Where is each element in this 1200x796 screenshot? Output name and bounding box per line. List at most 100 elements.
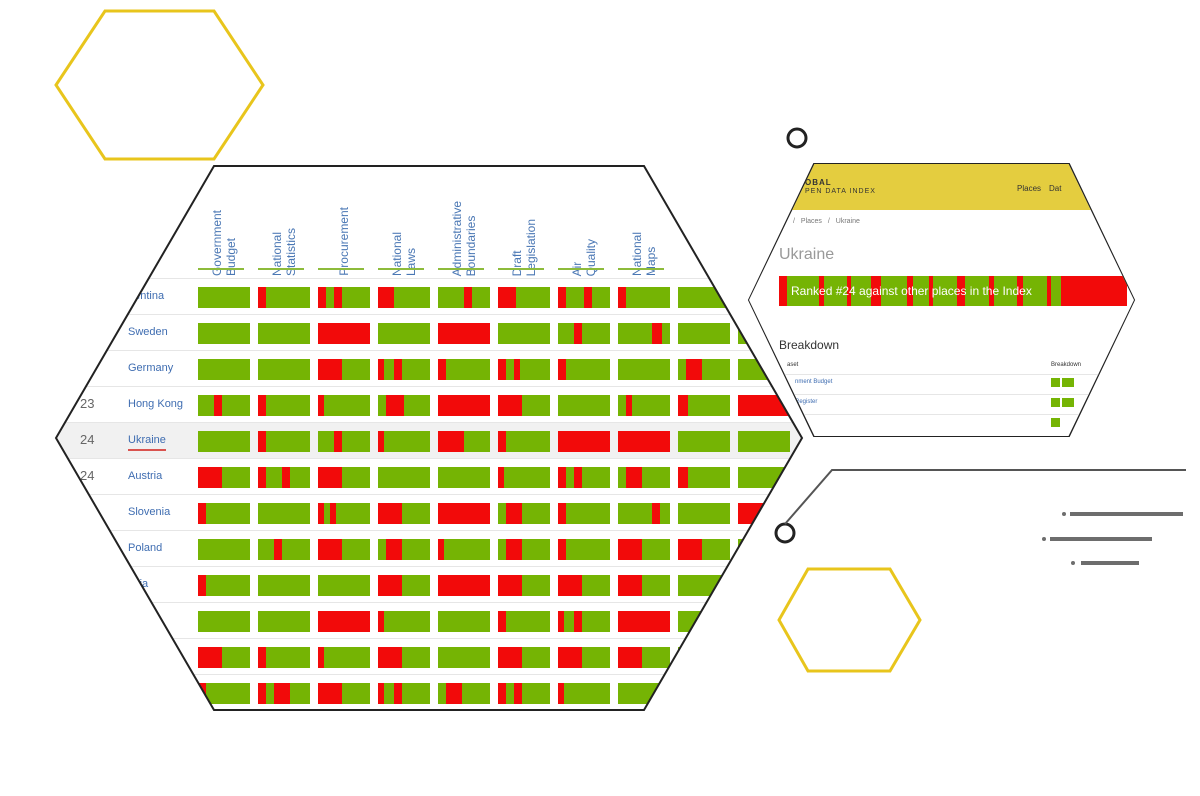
score-cell[interactable]	[678, 467, 730, 488]
score-cell[interactable]	[318, 395, 370, 416]
score-cell[interactable]	[258, 287, 310, 308]
score-cell[interactable]	[378, 395, 430, 416]
score-cell[interactable]	[438, 395, 490, 416]
lock-icon[interactable]	[1051, 418, 1060, 427]
country-link[interactable]: Slovenia	[128, 506, 171, 518]
score-cell[interactable]	[498, 467, 550, 488]
brand-subtitle[interactable]: PEN DATA INDEX	[805, 188, 876, 195]
score-cell[interactable]	[378, 575, 430, 596]
score-cell[interactable]	[498, 503, 550, 524]
score-cell[interactable]	[558, 359, 610, 380]
score-cell[interactable]	[378, 539, 430, 560]
score-chip[interactable]	[1062, 398, 1074, 407]
score-cell[interactable]	[258, 323, 310, 344]
country-link[interactable]: Austria	[128, 470, 163, 482]
score-cell[interactable]	[198, 575, 250, 596]
score-cell[interactable]	[318, 683, 370, 704]
score-cell[interactable]	[258, 395, 310, 416]
score-cell[interactable]	[618, 503, 670, 524]
score-cell[interactable]	[618, 467, 670, 488]
score-cell[interactable]	[558, 647, 610, 668]
score-cell[interactable]	[378, 503, 430, 524]
score-cell[interactable]	[438, 683, 490, 704]
score-cell[interactable]	[498, 575, 550, 596]
score-cell[interactable]	[558, 431, 610, 452]
lock-icon[interactable]	[1051, 378, 1060, 387]
score-cell[interactable]	[498, 683, 550, 704]
score-cell[interactable]	[618, 431, 670, 452]
score-cell[interactable]	[258, 575, 310, 596]
score-cell[interactable]	[198, 323, 250, 344]
score-cell[interactable]	[258, 431, 310, 452]
score-cell[interactable]	[498, 539, 550, 560]
score-cell[interactable]	[378, 431, 430, 452]
score-cell[interactable]	[378, 683, 430, 704]
country-link[interactable]: Poland	[128, 542, 163, 554]
score-cell[interactable]	[258, 683, 310, 704]
lock-icon[interactable]	[1051, 398, 1060, 407]
score-cell[interactable]	[618, 611, 670, 632]
score-cell[interactable]	[318, 323, 370, 344]
score-cell[interactable]	[198, 467, 250, 488]
score-cell[interactable]	[558, 503, 610, 524]
score-cell[interactable]	[198, 611, 250, 632]
score-cell[interactable]	[318, 467, 370, 488]
score-cell[interactable]	[318, 647, 370, 668]
score-cell[interactable]	[438, 503, 490, 524]
score-cell[interactable]	[618, 323, 670, 344]
score-chip[interactable]	[1062, 378, 1074, 387]
score-cell[interactable]	[618, 539, 670, 560]
score-cell[interactable]	[258, 647, 310, 668]
score-cell[interactable]	[318, 503, 370, 524]
score-cell[interactable]	[558, 611, 610, 632]
score-cell[interactable]	[438, 323, 490, 344]
dataset-link[interactable]: Register	[795, 399, 818, 405]
score-cell[interactable]	[498, 611, 550, 632]
score-cell[interactable]	[378, 611, 430, 632]
score-cell[interactable]	[258, 467, 310, 488]
score-cell[interactable]	[198, 539, 250, 560]
column-header[interactable]: Procurement	[324, 186, 364, 276]
score-cell[interactable]	[738, 431, 790, 452]
brand-name[interactable]: OBAL	[805, 178, 832, 187]
nav-data-link[interactable]: Dat	[1049, 184, 1062, 193]
score-cell[interactable]	[558, 395, 610, 416]
column-header[interactable]: Government Budget	[204, 186, 244, 276]
dataset-link[interactable]: nment Budget	[795, 379, 833, 385]
score-cell[interactable]	[558, 683, 610, 704]
score-cell[interactable]	[438, 467, 490, 488]
column-header[interactable]: Draft Legislation	[504, 186, 544, 276]
score-cell[interactable]	[618, 359, 670, 380]
score-cell[interactable]	[558, 539, 610, 560]
score-cell[interactable]	[378, 323, 430, 344]
score-cell[interactable]	[558, 575, 610, 596]
score-cell[interactable]	[378, 467, 430, 488]
score-cell[interactable]	[678, 395, 730, 416]
column-header[interactable]: National Statistics	[264, 186, 304, 276]
score-cell[interactable]	[198, 287, 250, 308]
column-header[interactable]: National Laws	[384, 186, 424, 276]
column-header[interactable]: National Maps	[624, 186, 664, 276]
score-cell[interactable]	[558, 287, 610, 308]
score-cell[interactable]	[438, 647, 490, 668]
score-cell[interactable]	[378, 359, 430, 380]
score-cell[interactable]	[498, 359, 550, 380]
score-cell[interactable]	[198, 359, 250, 380]
score-cell[interactable]	[498, 287, 550, 308]
score-cell[interactable]	[558, 467, 610, 488]
score-cell[interactable]	[318, 611, 370, 632]
score-cell[interactable]	[498, 323, 550, 344]
score-cell[interactable]	[618, 575, 670, 596]
score-cell[interactable]	[258, 359, 310, 380]
country-link[interactable]: Germany	[128, 362, 174, 374]
score-cell[interactable]	[378, 647, 430, 668]
score-cell[interactable]	[198, 647, 250, 668]
score-cell[interactable]	[438, 611, 490, 632]
score-cell[interactable]	[498, 647, 550, 668]
score-cell[interactable]	[438, 287, 490, 308]
country-link[interactable]: Ukraine	[128, 434, 166, 451]
column-header[interactable]: Administrative Boundaries	[444, 186, 484, 276]
score-cell[interactable]	[618, 395, 670, 416]
breadcrumb-places[interactable]: Places	[800, 218, 822, 225]
score-cell[interactable]	[438, 575, 490, 596]
